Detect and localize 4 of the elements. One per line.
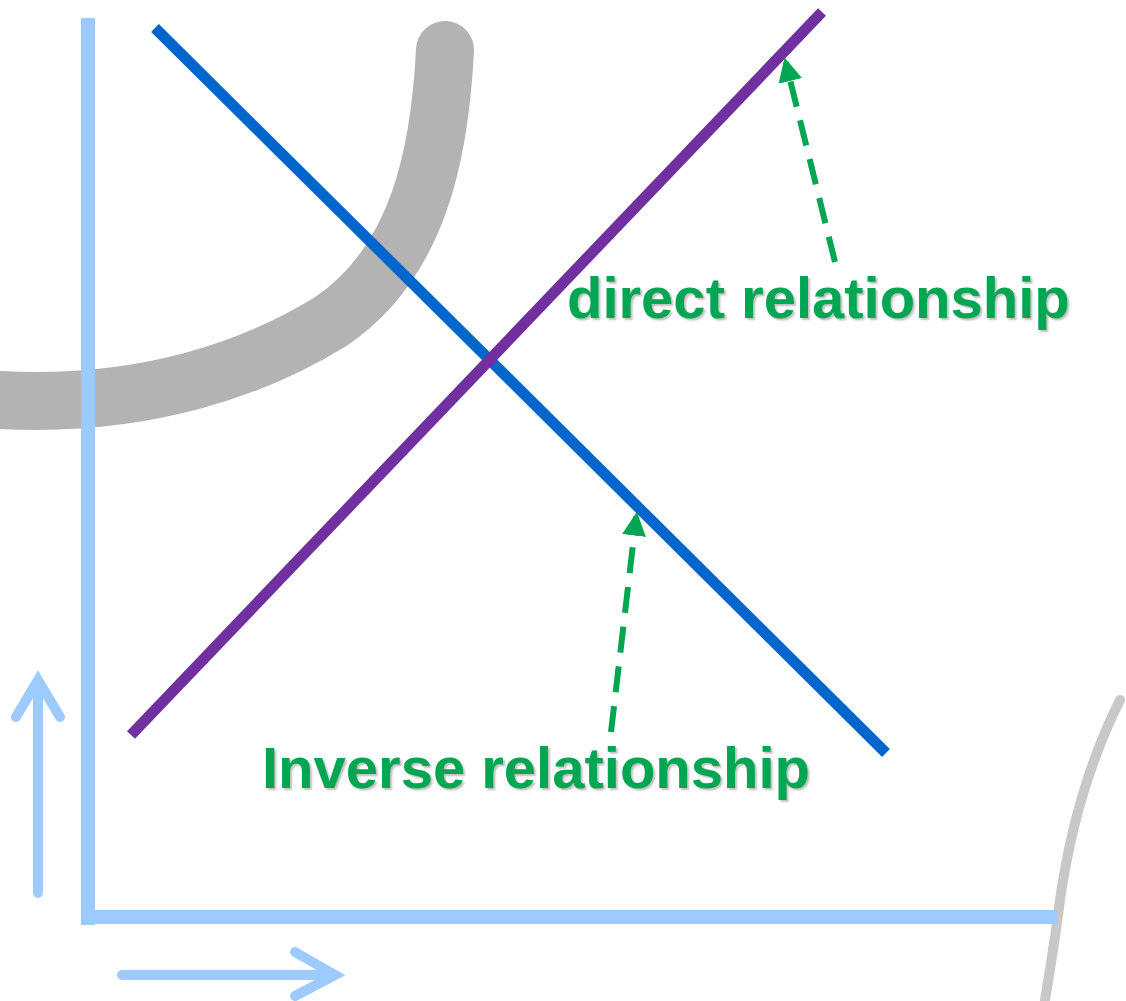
leader-arrow — [778, 57, 838, 263]
callout-text: Inverse relationship — [262, 736, 810, 800]
leader-arrow — [608, 511, 646, 733]
callout-text: direct relationship — [567, 266, 1070, 330]
